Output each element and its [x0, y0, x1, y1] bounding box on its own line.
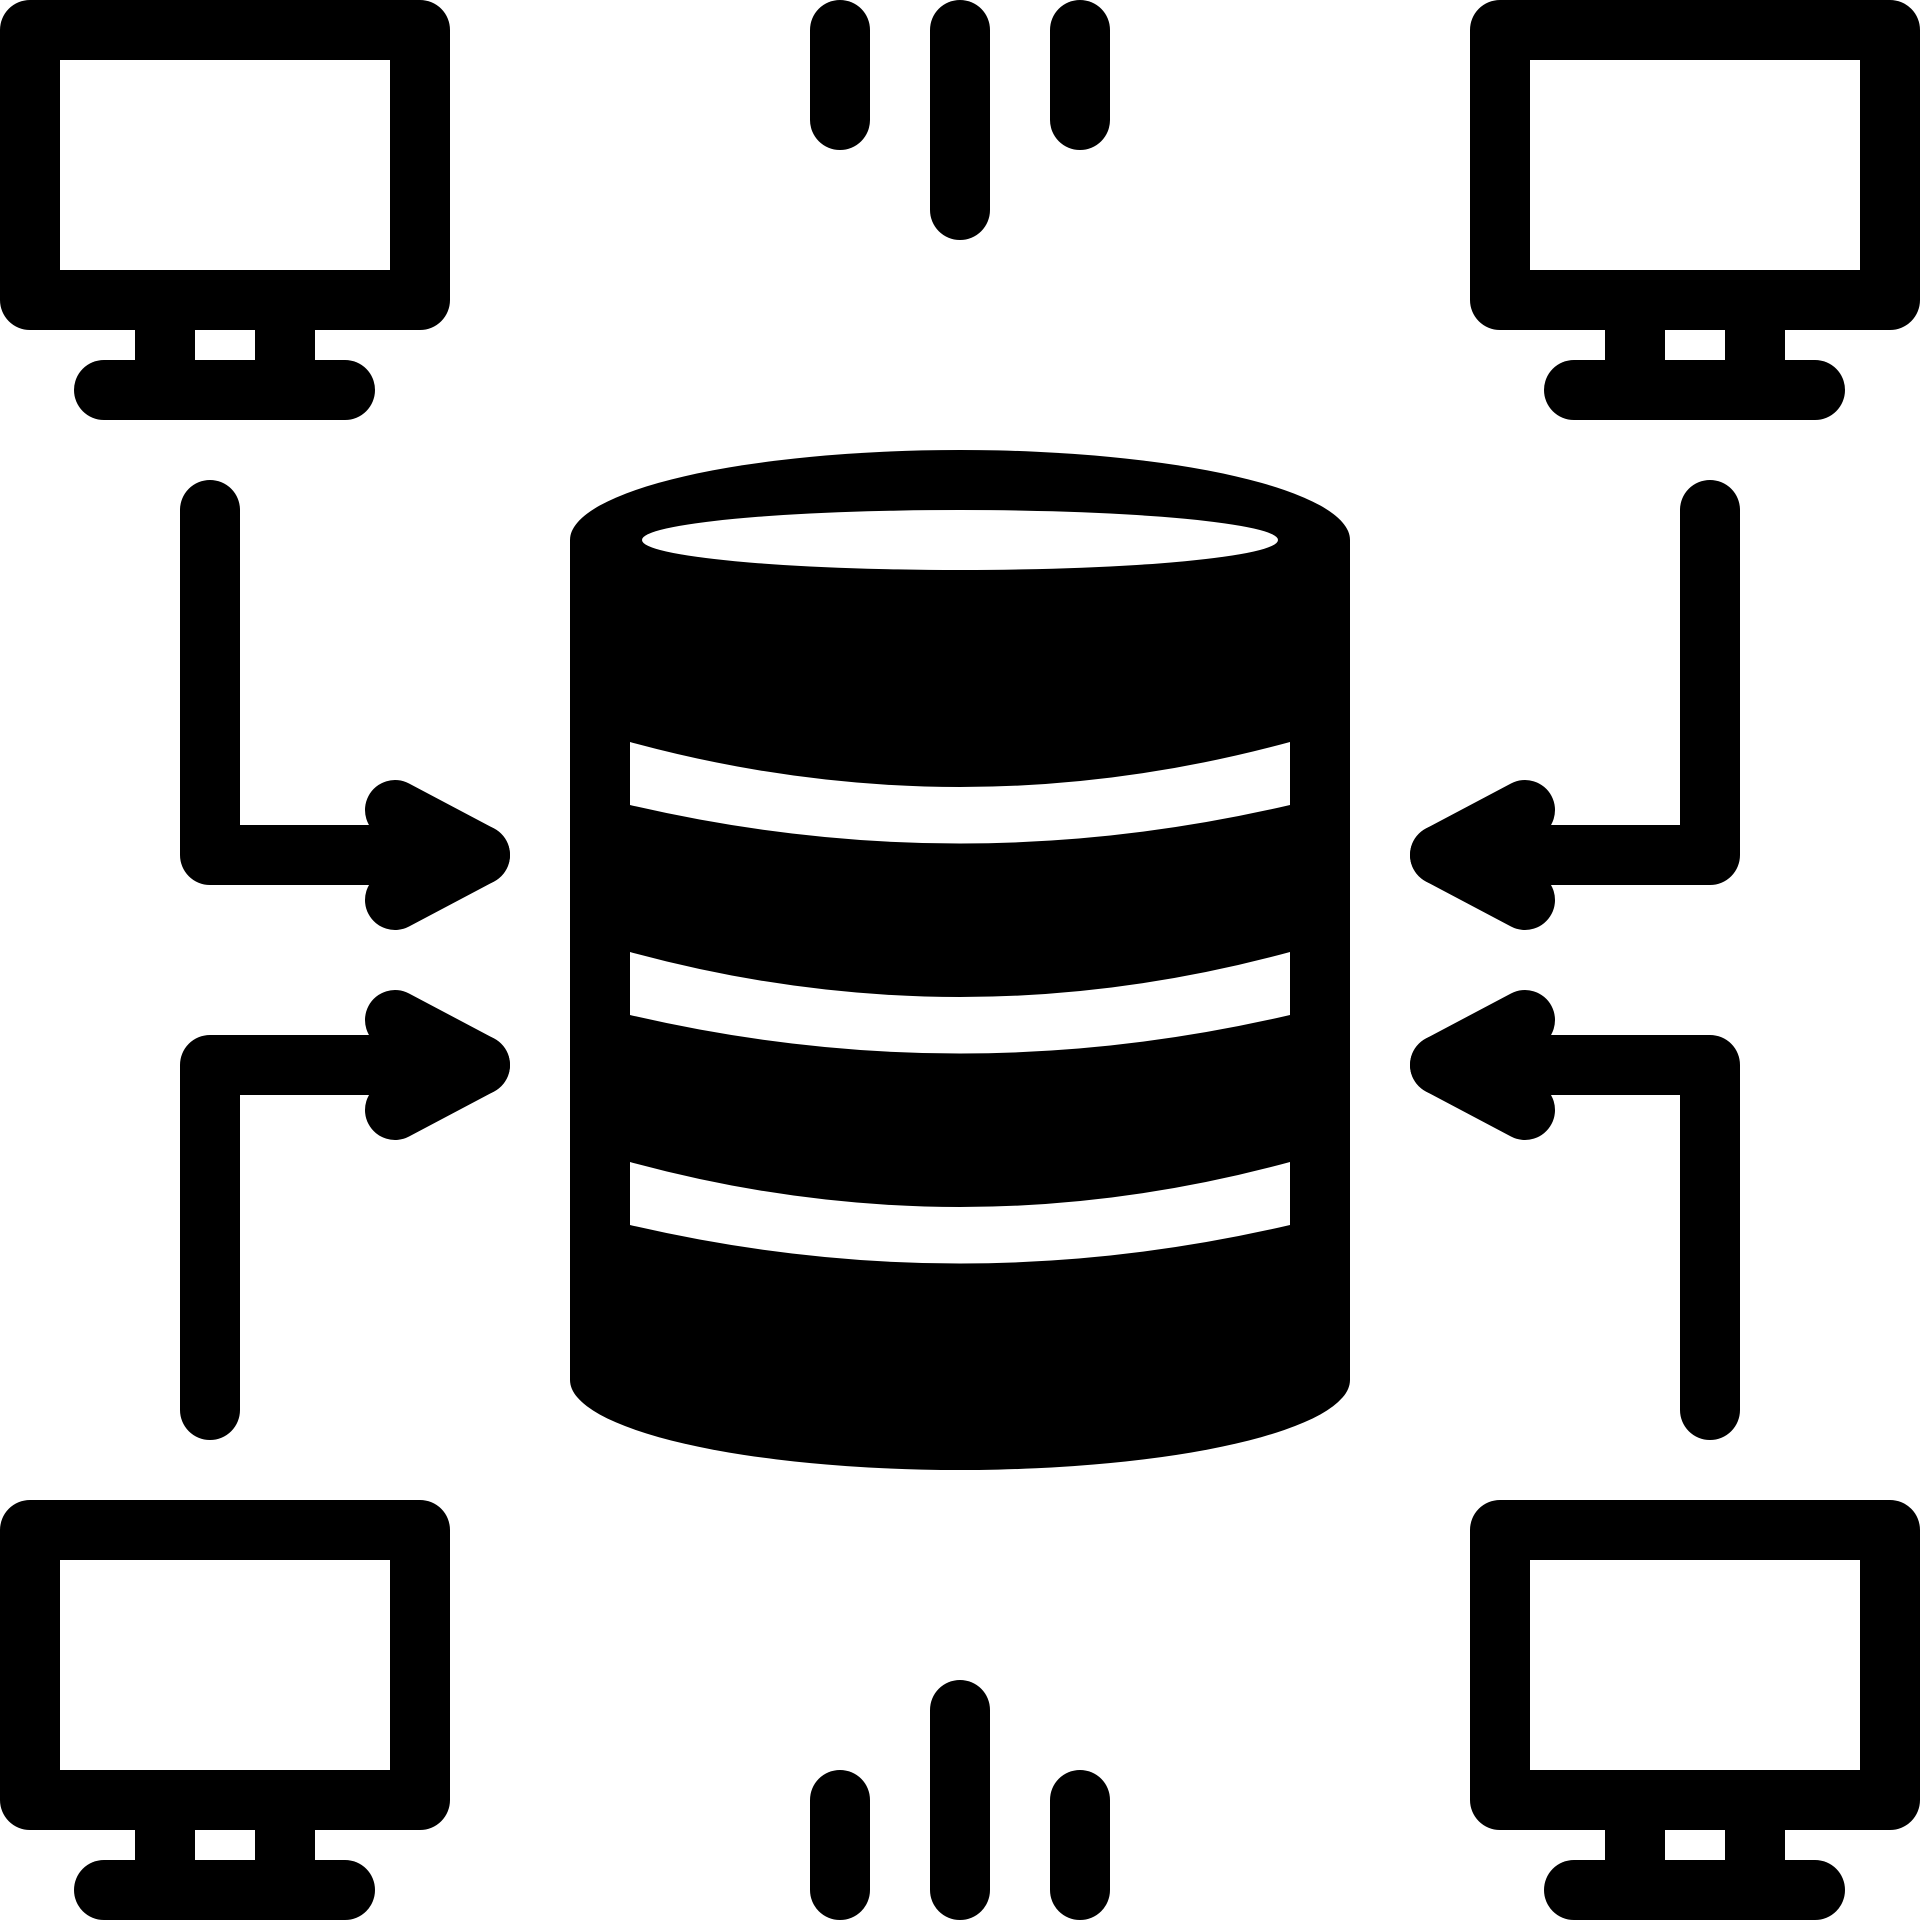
connector-line [1410, 480, 1740, 885]
connector-line [1410, 1035, 1740, 1440]
computer-top-left [0, 0, 450, 420]
arrow-right-icon [365, 780, 510, 930]
monitor-icon [0, 0, 450, 420]
arrow-right-icon [365, 990, 510, 1140]
signal-bars-top [810, 0, 1110, 240]
connector-line [180, 480, 510, 885]
database-icon [570, 450, 1350, 1470]
signal-bars-bottom [810, 1680, 1110, 1920]
connector-top-right [1410, 480, 1740, 930]
monitor-icon [1470, 1500, 1920, 1920]
database-band [630, 952, 1290, 1054]
computer-bottom-right [1470, 1500, 1920, 1920]
connector-bottom-left [180, 990, 510, 1440]
monitor-icon [0, 1500, 450, 1920]
connector-bottom-right [1410, 990, 1740, 1440]
monitor-icon [1470, 0, 1920, 420]
computer-top-right [1470, 0, 1920, 420]
database [570, 450, 1350, 1470]
arrow-left-icon [1410, 780, 1555, 930]
computer-bottom-left [0, 1500, 450, 1920]
database-top-face [642, 510, 1278, 570]
database-band [630, 1162, 1290, 1264]
connector-line [180, 1035, 510, 1440]
connector-top-left [180, 480, 510, 930]
arrow-left-icon [1410, 990, 1555, 1140]
database-band [630, 742, 1290, 844]
